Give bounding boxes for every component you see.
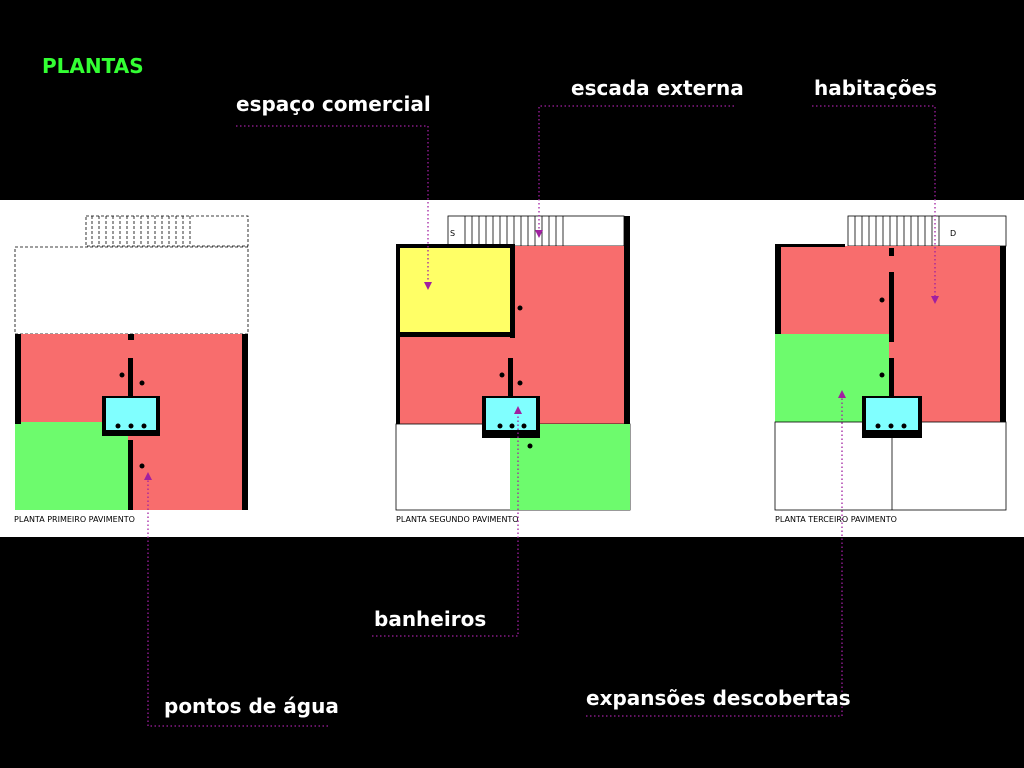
label-commercial-space: espaço comercial <box>236 92 431 116</box>
leader-dwellings <box>812 105 936 298</box>
label-external-stair: escada externa <box>571 76 744 100</box>
plan-caption-third: PLANTA TERCEIRO PAVIMENTO <box>775 515 897 524</box>
label-water-points: pontos de água <box>164 694 339 718</box>
plan-second-floor: S PLANTA SEGUNDO PAVIMENTO <box>395 215 631 524</box>
plan-third-floor: D PLANTA TERCEIRO PAVIMENTO <box>774 215 1007 524</box>
label-dwellings: habitações <box>814 76 938 100</box>
water-points-plan-3 <box>875 297 907 429</box>
commercial-space <box>399 246 511 332</box>
leader-bathrooms <box>372 412 519 637</box>
label-uncovered-expansions: expansões descobertas <box>586 686 851 710</box>
water-points-plan-2 <box>497 305 533 449</box>
label-bathrooms: banheiros <box>374 607 487 631</box>
water-points-plan-1 <box>115 372 147 469</box>
uncovered-area-plan-1 <box>15 422 128 510</box>
stair-plan-1 <box>85 215 249 247</box>
stair-mark-up: S <box>450 229 455 238</box>
stair-mark-down: D <box>950 229 956 238</box>
leader-uncovered <box>586 396 843 717</box>
uncovered-area-plan-2 <box>510 424 630 510</box>
leader-commercial <box>236 125 429 284</box>
plan-caption-second: PLANTA SEGUNDO PAVIMENTO <box>396 515 519 524</box>
plan-first-floor: PLANTA PRIMEIRO PAVIMENTO <box>14 215 249 524</box>
page-title: PLANTAS <box>42 54 144 78</box>
leader-external-stair <box>538 105 734 232</box>
leader-lines <box>147 105 936 727</box>
leader-water-points <box>147 478 328 727</box>
plan-caption-first: PLANTA PRIMEIRO PAVIMENTO <box>14 515 135 524</box>
leader-arrowheads <box>144 230 939 480</box>
